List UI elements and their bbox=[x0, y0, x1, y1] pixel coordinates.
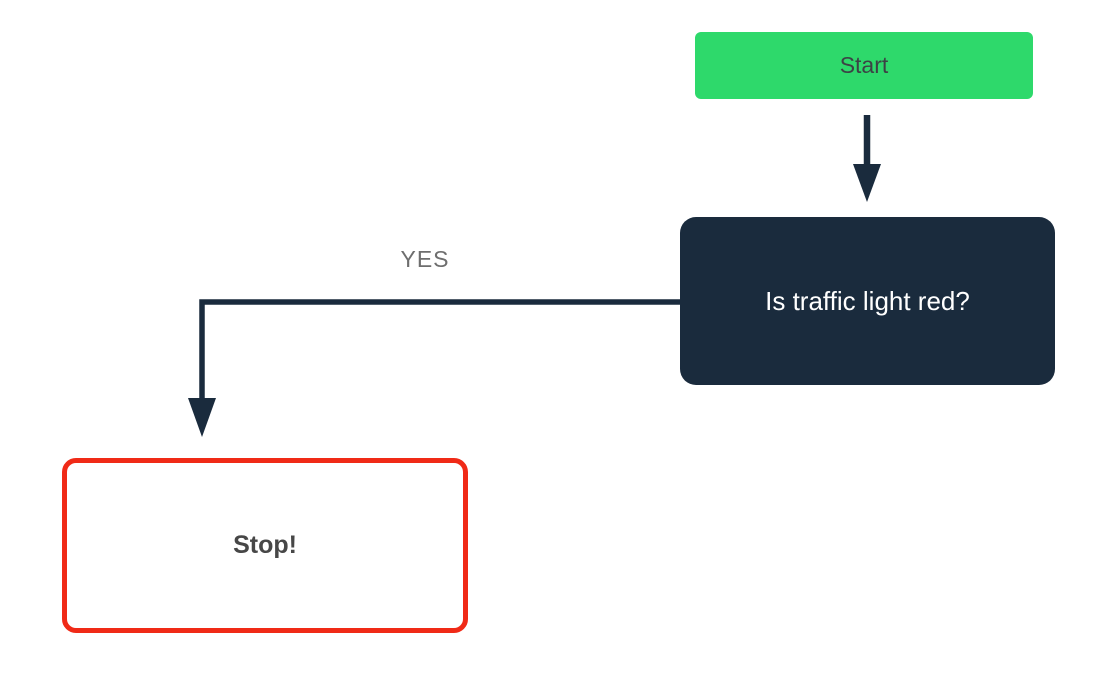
node-stop: Stop! bbox=[62, 458, 468, 633]
edge-start-to-decision bbox=[853, 115, 881, 202]
node-start: Start bbox=[695, 32, 1033, 99]
edge-decision-to-stop bbox=[188, 299, 680, 437]
node-start-label: Start bbox=[839, 52, 889, 78]
node-decision: Is traffic light red? bbox=[680, 217, 1055, 385]
node-stop-label: Stop! bbox=[233, 531, 297, 559]
node-decision-label: Is traffic light red? bbox=[765, 285, 970, 316]
edge-label-yes: YES bbox=[400, 246, 450, 272]
arrowhead-down-icon bbox=[188, 398, 216, 437]
arrowhead-down-icon bbox=[853, 164, 881, 202]
